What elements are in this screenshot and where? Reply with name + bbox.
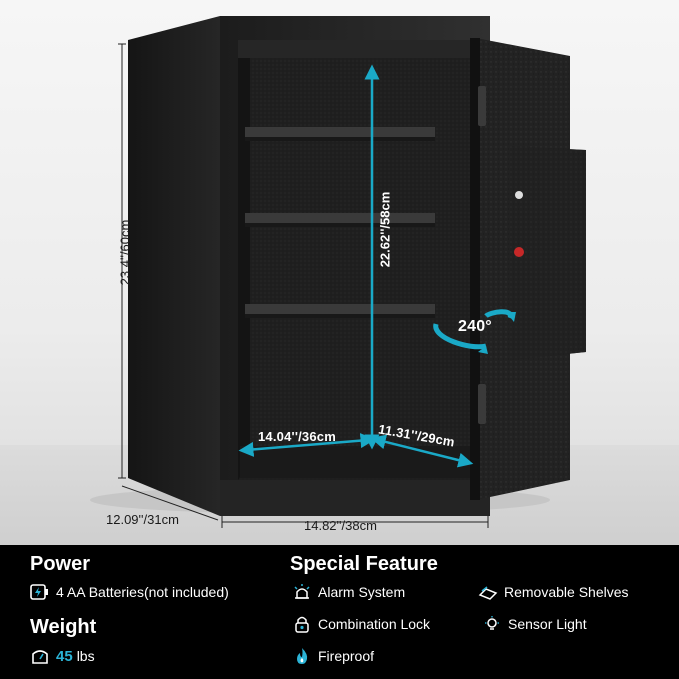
feature-shelves-label: Removable Shelves [504,584,629,600]
safe-illustration [90,16,586,528]
battery-icon [30,582,50,602]
shelves-icon [478,582,498,602]
feature-alarm-label: Alarm System [318,584,406,600]
product-scene: 23.4''/60cm 12.09''/31cm 14.82''/38cm 22… [0,0,679,545]
feature-fireproof: Fireproof [292,646,374,666]
power-text: 4 AA Batteries(not included) [56,584,229,600]
light-bulb-icon [482,614,502,634]
alarm-icon [292,582,312,602]
spec-panel: Power 4 AA Batteries(not included) Weigh… [0,545,679,679]
depth-label: 12.09''/31cm [106,512,179,527]
feature-shelves: Removable Shelves [478,582,629,602]
weight-row: 45 lbs [30,646,95,666]
rotation-label: 240° [458,318,492,335]
inner-dimension-lines [238,64,474,468]
feature-heading: Special Feature [290,553,438,575]
feature-lock: Combination Lock [292,614,430,634]
outer-dimension-lines [118,43,489,528]
weight-unit: lbs [76,648,95,664]
red-indicator [514,247,524,257]
safe-side-panel [128,16,220,516]
scale-icon [30,646,50,666]
weight-value: 45 [56,647,73,665]
feature-fireproof-label: Fireproof [318,648,375,664]
feature-lock-label: Combination Lock [318,616,431,632]
lock-icon [292,614,312,634]
inner-height-label: 22.62''/58cm [377,191,393,268]
hinge-bottom [478,384,486,424]
power-row: 4 AA Batteries(not included) [30,582,229,602]
rotation-arrow-icon [433,309,516,354]
feature-light-label: Sensor Light [508,616,587,632]
hinge-top [478,86,486,126]
inner-width-label: 14.04''/36cm [258,429,336,444]
feature-light: Sensor Light [482,614,587,634]
fire-icon [292,646,312,666]
width-label: 14.82''/38cm [304,518,377,533]
key-indicator [515,191,523,199]
weight-heading: Weight [30,616,97,638]
power-heading: Power [30,553,91,575]
feature-alarm: Alarm System [292,582,405,602]
height-label: 23.4''/60cm [117,219,133,286]
